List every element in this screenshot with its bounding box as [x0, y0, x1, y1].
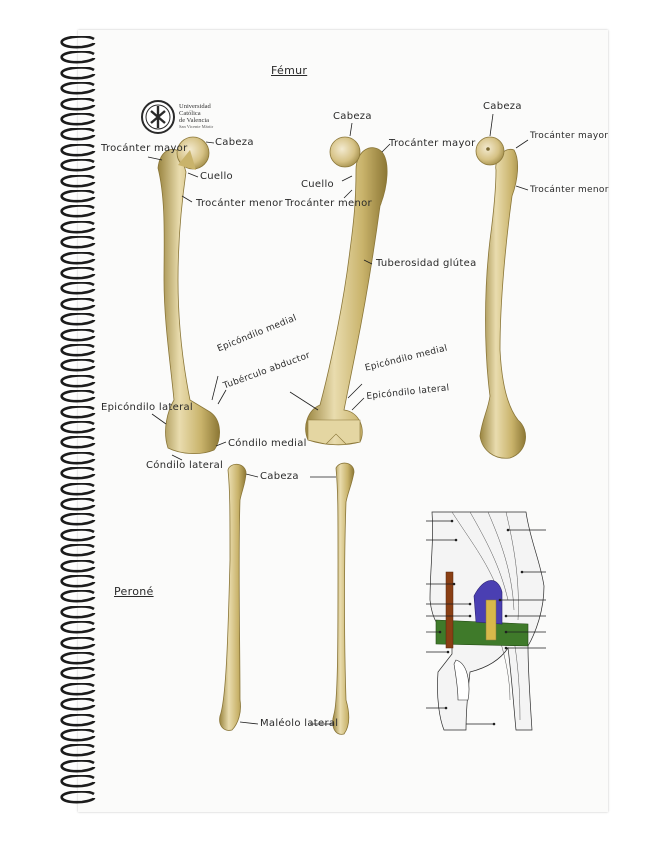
label-cabeza-ant: Cabeza [215, 137, 254, 148]
label-cabeza-lat: Cabeza [483, 101, 522, 112]
femur-lateral [476, 137, 526, 458]
label-trocanter-menor-post: Trocánter menor [285, 198, 372, 209]
label-trocanter-menor-ant: Trocánter menor [196, 198, 283, 209]
label-cabeza-perone: Cabeza [260, 471, 299, 482]
label-condilo-medial: Cóndilo medial [228, 438, 307, 449]
fibula-anterior [220, 464, 246, 730]
label-condilo-lateral: Cóndilo lateral [146, 460, 223, 471]
label-tuberosidad-glutea: Tuberosidad glútea [376, 258, 477, 269]
label-cuello-post: Cuello [301, 179, 334, 190]
label-maleolo-lateral: Maléolo lateral [260, 718, 338, 729]
label-epicondilo-lateral-ant: Epicóndilo lateral [101, 402, 193, 413]
label-trocanter-mayor-lat: Trocánter mayor [530, 131, 608, 142]
fibula-posterior [333, 463, 354, 734]
label-trocanter-menor-lat: Trocánter menor [530, 185, 609, 196]
label-cuello-ant: Cuello [200, 171, 233, 182]
knee-diagram [426, 512, 546, 730]
label-trocanter-mayor-post: Trocánter mayor [389, 138, 476, 149]
label-cabeza-post: Cabeza [333, 111, 372, 122]
label-trocanter-mayor-ant: Trocánter mayor [101, 143, 188, 154]
